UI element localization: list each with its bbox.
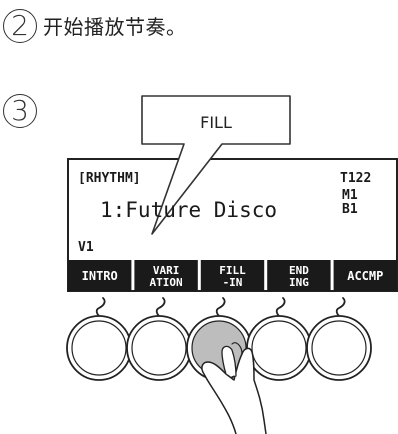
display-beat: B1 [342, 202, 358, 217]
function-label-line1-4: ACCMP [347, 269, 383, 283]
button-connector-3 [275, 297, 286, 317]
step-2-number-text: 2 [11, 9, 29, 42]
function-label-line1-3: END [289, 264, 309, 277]
physical-button-face-0 [71, 320, 127, 376]
function-label-line2-3: ING [289, 276, 309, 289]
step-2-instruction: 开始播放节奏。 [43, 15, 187, 39]
function-label-4 [333, 260, 397, 291]
button-connector-1 [155, 297, 166, 317]
display-measure: M1 [342, 188, 358, 203]
button-connector-4 [335, 297, 346, 317]
step-3-number: 3 [3, 94, 37, 128]
function-label-line1-1: VARI [153, 264, 180, 277]
display-rhythm-name: 1:Future Disco [100, 198, 277, 222]
function-label-line2-2: -IN [223, 276, 243, 289]
function-label-line1-0: INTRO [82, 269, 118, 283]
physical-button-face-1 [131, 320, 187, 376]
step-2-number: 2 [3, 9, 37, 43]
function-label-3 [267, 260, 331, 291]
display-tempo: T122 [340, 171, 371, 186]
function-label-0 [68, 260, 132, 291]
pressing-hand-icon [201, 342, 267, 434]
function-label-line2-1: ATION [150, 276, 183, 289]
callout-label: FILL [200, 113, 232, 132]
button-connector-0 [95, 297, 106, 317]
physical-button-face-3 [251, 320, 307, 376]
step-3-number-text: 3 [11, 94, 29, 127]
function-label-1 [134, 260, 198, 291]
physical-button-face-4 [311, 320, 367, 376]
button-connector-2 [215, 297, 226, 317]
display-mode: [RHYTHM] [78, 171, 141, 186]
function-label-line1-2: FILL [219, 264, 246, 277]
display-variation: V1 [78, 240, 94, 255]
function-label-2 [200, 260, 265, 291]
callout-bubble: FILL [141, 95, 291, 235]
